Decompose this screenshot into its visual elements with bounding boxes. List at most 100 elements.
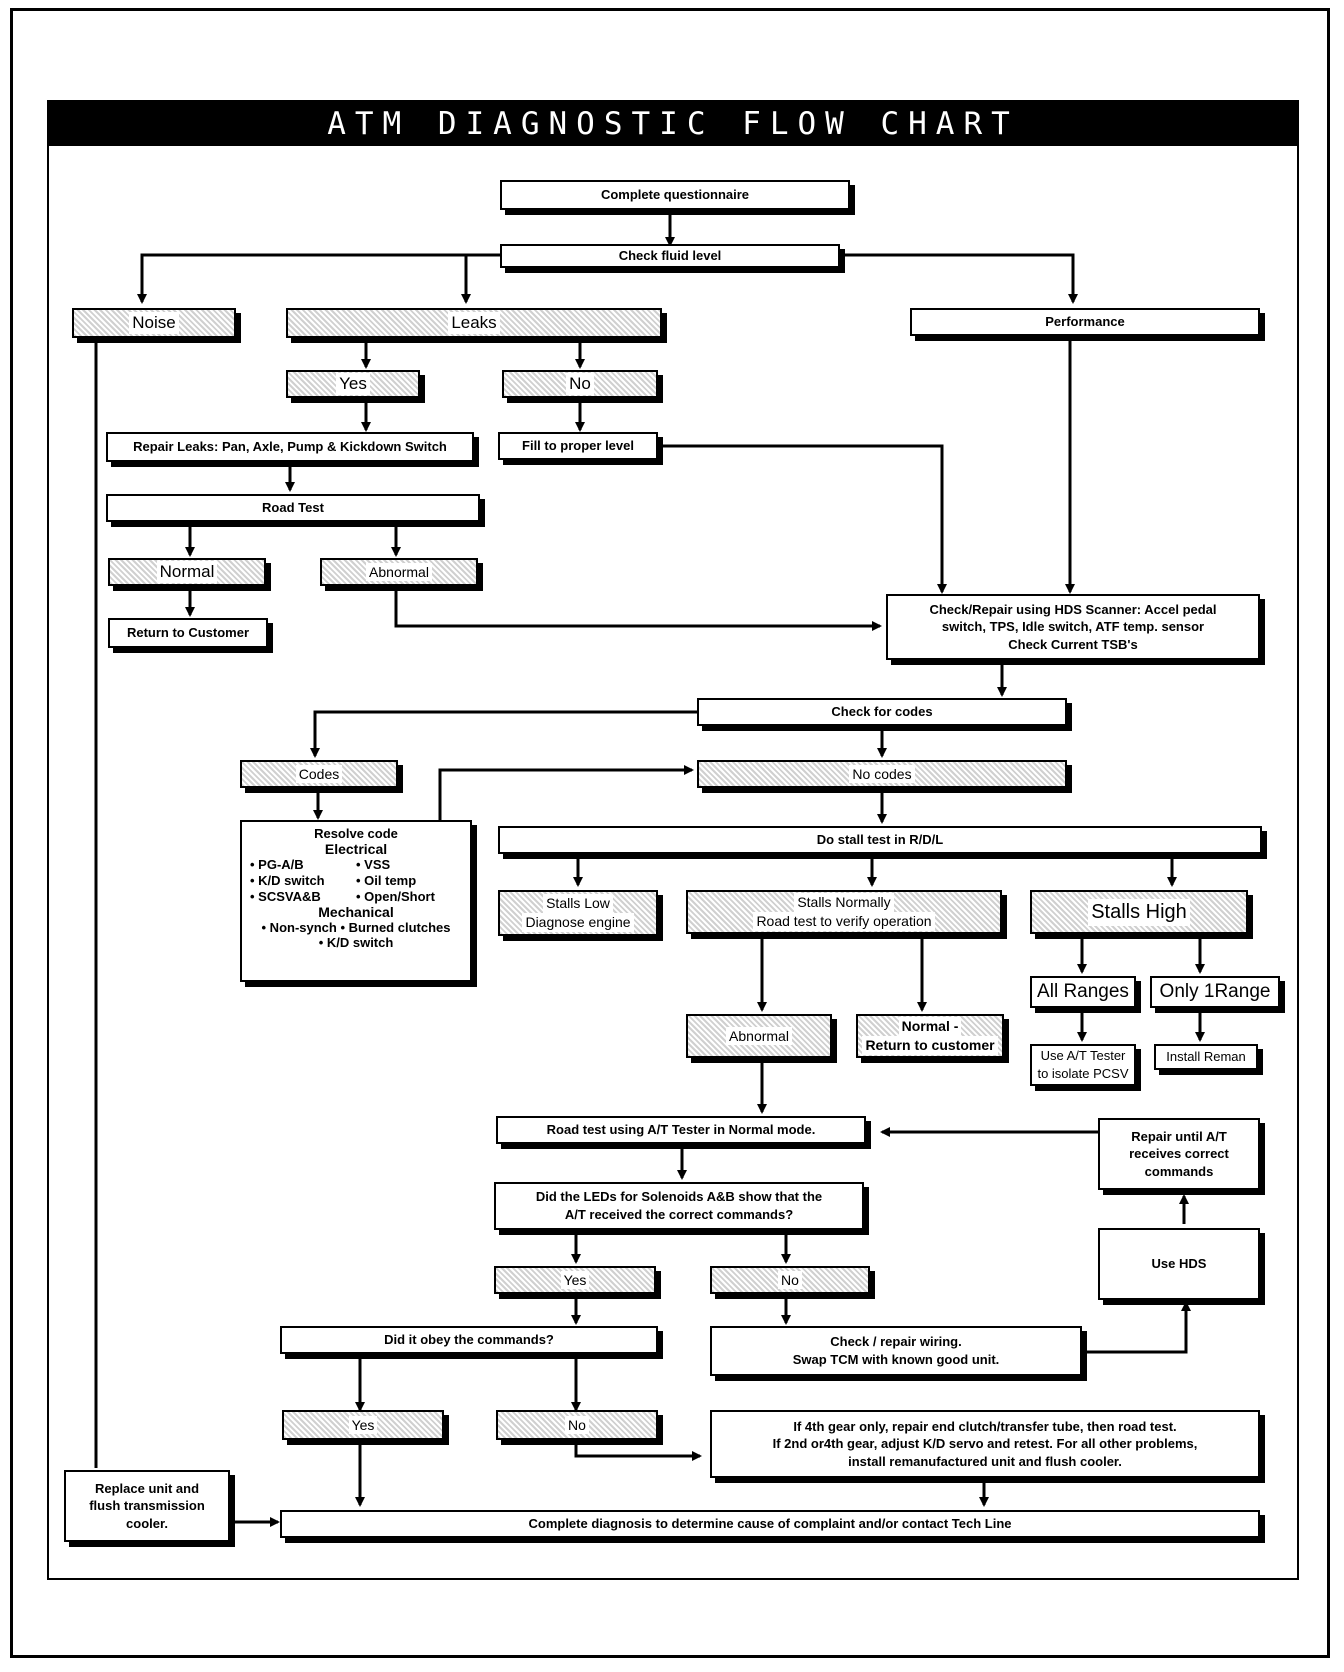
obey-yes-box: Yes [282,1410,444,1440]
return-customer-box: Return to Customer [108,618,268,648]
codes-label: Codes [295,764,343,784]
leaks-label: Leaks [448,311,500,335]
abnormal-label: Abnormal [366,562,432,582]
use-hds-box: Use HDS [1098,1228,1260,1300]
install-reman-box: Install Reman [1154,1044,1258,1070]
gear-line-1: If 4th gear only, repair end clutch/tran… [793,1418,1177,1434]
use-tester-box: Use A/T Tester to isolate PCSV [1030,1044,1136,1086]
leds-no-box: No [710,1266,870,1294]
use-tester-line-2: to isolate PCSV [1037,1066,1129,1081]
repair-until-line-1: Repair until A/T [1131,1128,1227,1144]
all-ranges-label: All Ranges [1037,981,1129,1003]
leds-question-box: Did the LEDs for Solenoids A&B show that… [494,1182,864,1230]
gear-line-2: If 2nd or4th gear, adjust K/D servo and … [772,1436,1198,1452]
resolve-item: • K/D switch [318,935,394,950]
replace-unit-box: Replace unit and flush transmission cool… [64,1470,230,1542]
check-wiring-line-2: Swap TCM with known good unit. [792,1352,1000,1367]
gear-line-3: install remanufactured unit and flush co… [848,1453,1122,1469]
resolve-item: • VSS [356,857,391,872]
check-wiring-line-1: Check / repair wiring. [830,1334,962,1350]
road-test-label: Road Test [262,500,324,516]
arrow-fluid-performance [840,253,1078,304]
resolve-item: • K/D switch [250,873,325,888]
no-codes-label: No codes [849,764,915,784]
repair-until-box: Repair until A/T receives correct comman… [1098,1118,1260,1190]
mechanical-heading: Mechanical [318,904,394,920]
electrical-heading: Electrical [324,841,388,857]
stall-test-box: Do stall test in R/D/L [498,826,1262,854]
arrow-fluid-noise [137,253,500,304]
stalls-low-box: Stalls Low Diagnose engine [498,890,658,936]
resolve-code-box: Resolve code Electrical • PG-A/B • VSS •… [240,820,472,982]
gear-instructions-box: If 4th gear only, repair end clutch/tran… [710,1410,1260,1478]
resolve-item: • Open/Short [356,889,435,904]
road-test-box: Road Test [106,494,480,522]
chart-title: ATM DIAGNOSTIC FLOW CHART [49,102,1297,146]
complete-diagnosis-label: Complete diagnosis to determine cause of… [528,1516,1012,1532]
obey-no-box: No [496,1410,658,1440]
hds-scanner-box: Check/Repair using HDS Scanner: Accel pe… [886,594,1260,660]
all-ranges-box: All Ranges [1030,976,1136,1008]
arrow-abnormal-hds [394,585,882,631]
stalls-normal-line-1: Stalls Normally [794,893,894,912]
questionnaire-box: Complete questionnaire [500,180,850,210]
arrow-checkcodes-codes [310,710,697,758]
questionnaire-label: Complete questionnaire [600,187,750,203]
obey-question-label: Did it obey the commands? [384,1332,554,1348]
stalls-high-label: Stalls High [1088,898,1190,926]
leaks-no-label: No [566,372,594,396]
only-range-box: Only 1Range [1150,976,1280,1008]
outer-frame [10,8,1330,1658]
obey-yes-label: Yes [348,1415,378,1435]
abnormal-box: Abnormal [320,558,478,586]
chart-panel [47,100,1299,1580]
replace-line-1: Replace unit and [94,1480,200,1496]
normal-label: Normal [156,560,218,584]
leds-yes-label: Yes [560,1270,590,1290]
leds-no-label: No [778,1270,802,1290]
complete-diagnosis-box: Complete diagnosis to determine cause of… [280,1510,1260,1538]
performance-box: Performance [910,308,1260,336]
hds-line-1: Check/Repair using HDS Scanner: Accel pe… [929,601,1217,617]
abnormal2-box: Abnormal [686,1014,832,1058]
fill-level-label: Fill to proper level [522,438,634,454]
stalls-normal-box: Stalls Normally Road test to verify oper… [686,890,1002,934]
normal-return-box: Normal - Return to customer [856,1014,1004,1058]
noise-box: Noise [72,308,236,338]
normal-return-line-1: Normal - [898,1017,962,1036]
replace-line-3: cooler. [126,1515,168,1531]
resolve-item: • Oil temp [356,873,417,888]
arrow-no3-gear [574,1442,702,1461]
use-tester-line-1: Use A/T Tester [1040,1048,1126,1064]
check-wiring-box: Check / repair wiring. Swap TCM with kno… [710,1326,1082,1376]
leaks-no-box: No [502,370,658,398]
check-codes-label: Check for codes [831,704,933,720]
stalls-low-line-2: Diagnose engine [522,913,634,932]
stall-test-label: Do stall test in R/D/L [816,832,944,848]
leds-question-line-2: A/T received the correct commands? [564,1207,794,1222]
leaks-box: Leaks [286,308,662,338]
check-fluid-label: Check fluid level [618,248,722,264]
repair-leaks-label: Repair Leaks: Pan, Axle, Pump & Kickdown… [133,439,447,455]
resolve-item: • Non-synch • Burned clutches [261,920,451,935]
check-fluid-box: Check fluid level [500,244,840,268]
arrow-fill-hds [660,444,947,594]
repair-leaks-box: Repair Leaks: Pan, Axle, Pump & Kickdown… [106,432,474,462]
hds-line-2: switch, TPS, Idle switch, ATF temp. sens… [941,619,1205,635]
return-customer-label: Return to Customer [126,625,250,641]
codes-box: Codes [240,760,398,788]
no-codes-box: No codes [697,760,1067,788]
stalls-low-line-1: Stalls Low [543,894,613,913]
arrow-resolve-nocodes [438,765,694,820]
stalls-normal-line-2: Road test to verify operation [753,912,935,931]
road-test-tester-label: Road test using A/T Tester in Normal mod… [546,1122,816,1138]
repair-until-line-3: commands [1144,1163,1214,1179]
use-hds-label: Use HDS [1151,1256,1207,1272]
leaks-yes-label: Yes [336,372,370,396]
stalls-high-box: Stalls High [1030,890,1248,934]
performance-label: Performance [1045,314,1125,330]
normal-box: Normal [108,558,266,586]
road-test-tester-box: Road test using A/T Tester in Normal mod… [496,1116,866,1144]
noise-label: Noise [129,311,179,335]
